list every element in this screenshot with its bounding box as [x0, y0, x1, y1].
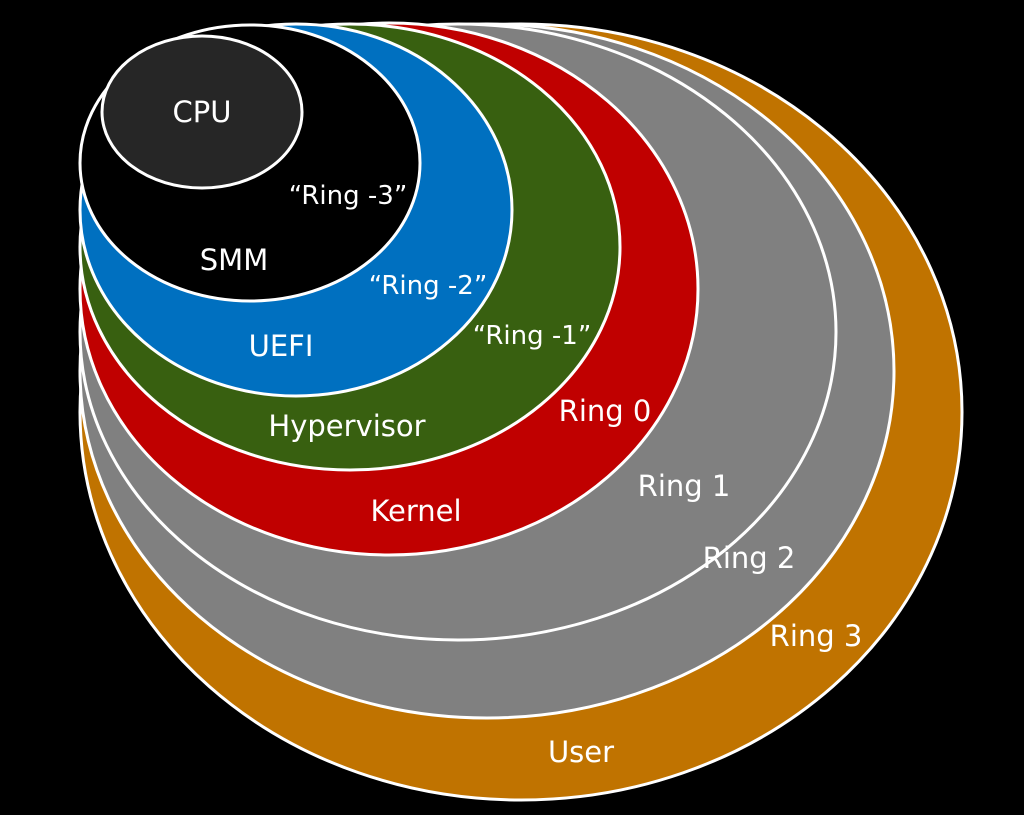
ring0-label: Ring 0: [558, 394, 652, 428]
cpu-ellipse: [100, 34, 304, 190]
hypervisor-label: Hypervisor: [268, 409, 426, 443]
uefi-label: UEFI: [248, 329, 314, 363]
ring-minus1-label: “Ring -1”: [472, 321, 592, 351]
ring-minus3-label: “Ring -3”: [288, 181, 408, 211]
ring3-label: Ring 3: [769, 619, 863, 653]
ring1-label: Ring 1: [637, 469, 731, 503]
cpu-label: CPU: [172, 95, 232, 129]
ring-minus2-label: “Ring -2”: [368, 271, 488, 301]
kernel-label: Kernel: [370, 494, 462, 528]
smm-label: SMM: [199, 243, 269, 277]
user-label: User: [547, 735, 615, 769]
ring2-label: Ring 2: [702, 541, 796, 575]
